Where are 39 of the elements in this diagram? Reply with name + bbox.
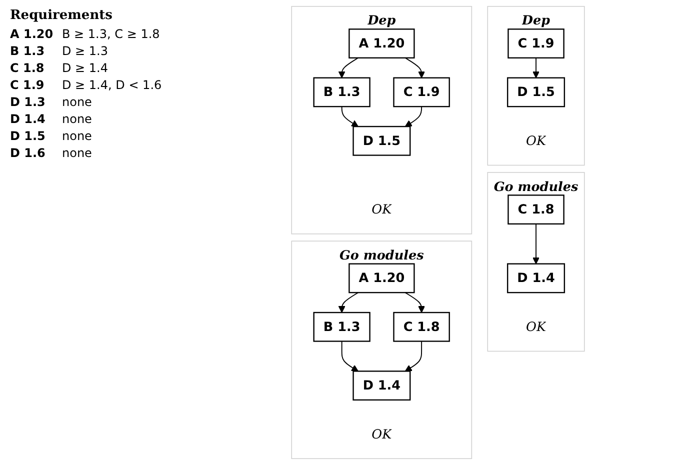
table-heading: Requirements [10, 8, 114, 23]
requirement-text: D ≥ 1.3 [62, 44, 110, 58]
node-box: A 1.20 [348, 263, 415, 294]
module-version: D 1.5 [10, 129, 46, 143]
requirement-text: none [62, 146, 93, 160]
node-box: C 1.9 [508, 28, 564, 58]
node-box: B 1.3 [313, 312, 370, 342]
requirement-text: none [62, 95, 93, 109]
arrow [404, 340, 422, 372]
arrow [404, 57, 426, 78]
module-version: D 1.4 [10, 112, 46, 126]
node-box: B 1.3 [313, 77, 370, 108]
node-box: C 1.9 [393, 77, 450, 108]
node-box: C 1.8 [508, 194, 564, 225]
arrow [404, 292, 426, 313]
requirement-text: B ≥ 1.3, C ≥ 1.8 [62, 27, 161, 41]
node-box: D 1.5 [352, 126, 411, 156]
requirement-text: none [62, 129, 93, 143]
arrow [338, 57, 359, 78]
node-box: D 1.5 [506, 77, 566, 108]
arrow [532, 223, 540, 264]
arrow [341, 106, 358, 127]
module-version: A 1.20 [10, 27, 54, 41]
module-version: C 1.9 [10, 78, 46, 92]
requirement-text: D ≥ 1.4 [62, 61, 110, 75]
requirement-text: none [62, 112, 93, 126]
arrow [532, 57, 540, 78]
node-box: D 1.4 [506, 263, 566, 294]
module-version: D 1.6 [10, 146, 46, 160]
module-version: C 1.8 [10, 61, 46, 75]
module-version: D 1.3 [10, 95, 46, 109]
arrow [341, 340, 358, 372]
node-box: D 1.4 [352, 370, 411, 401]
arrow [338, 292, 359, 313]
node-box: C 1.8 [393, 312, 450, 342]
module-version: B 1.3 [10, 44, 46, 58]
requirement-text: D ≥ 1.4, D < 1.6 [62, 78, 163, 92]
arrow [404, 106, 422, 127]
node-box: A 1.20 [348, 28, 415, 58]
